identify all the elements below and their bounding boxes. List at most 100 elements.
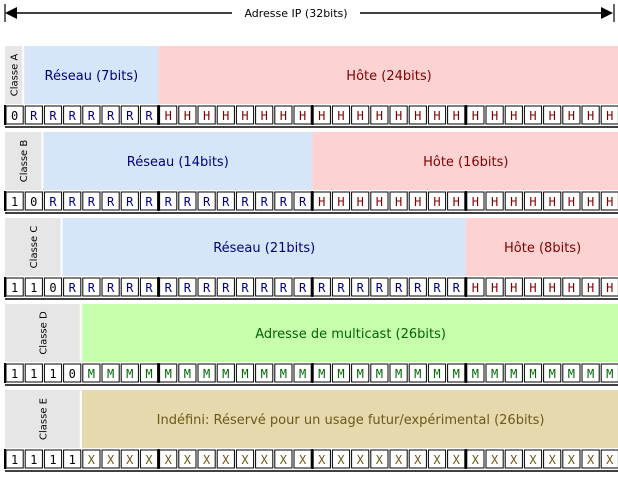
bit-value: H (549, 281, 556, 295)
bit-value: H (261, 109, 268, 123)
bit-cell (370, 277, 389, 297)
bit-cell (82, 191, 101, 211)
class-label: Classe A (10, 54, 21, 97)
bit-cell (389, 363, 408, 383)
bit-value: M (587, 367, 594, 381)
bit-value: R (261, 195, 269, 209)
header-arrowhead-right (601, 7, 613, 19)
bit-cell (543, 449, 562, 469)
bit-cell (523, 277, 543, 297)
bit-cell (504, 449, 523, 469)
bit-value: H (241, 109, 248, 123)
bit-cell (600, 363, 618, 383)
bit-cell (408, 105, 427, 125)
bit-value: M (261, 367, 268, 381)
bit-cell (274, 449, 293, 469)
bit-value: R (165, 195, 173, 209)
bit-cell (24, 105, 43, 125)
bit-value: R (414, 281, 422, 295)
segment-band-reserve (81, 390, 618, 448)
bit-value: H (568, 281, 575, 295)
bit-cell (255, 277, 274, 297)
bit-cell (427, 449, 447, 469)
bit-cell (389, 277, 408, 297)
bit-value: R (395, 281, 403, 295)
bit-value: R (88, 195, 96, 209)
bit-cell (562, 449, 581, 469)
bit-value: M (453, 367, 460, 381)
bit-value: H (165, 109, 172, 123)
segment-label-hote: Hôte (24bits) (346, 69, 431, 84)
bit-cell (427, 363, 447, 383)
bit-cell (600, 449, 618, 469)
bit-cell (120, 449, 139, 469)
bit-value: H (337, 109, 344, 123)
class-label: Classe B (19, 140, 30, 183)
bit-value: X (549, 453, 557, 467)
bit-value: H (414, 109, 421, 123)
bit-cell (255, 191, 274, 211)
class-label-box (5, 132, 42, 190)
bit-value: 1 (11, 367, 18, 381)
bit-value: H (203, 109, 210, 123)
bit-cell (581, 277, 600, 297)
bit-value: M (337, 367, 344, 381)
bit-value: X (414, 453, 422, 467)
bit-value: X (376, 453, 384, 467)
bit-value: R (145, 109, 153, 123)
bit-cell (63, 363, 82, 383)
bit-cell (351, 449, 370, 469)
bit-value: 1 (49, 453, 56, 467)
bit-value: H (529, 281, 536, 295)
bit-cell (504, 363, 523, 383)
bit-cell (120, 191, 139, 211)
bit-cell (139, 105, 159, 125)
bit-value: R (203, 281, 211, 295)
bit-value: X (318, 453, 326, 467)
segment-band-multicast (81, 304, 618, 362)
segment-label-reseau: Réseau (21bits) (213, 241, 315, 256)
bit-value: R (241, 195, 249, 209)
bit-value: H (568, 195, 575, 209)
bit-cell (485, 449, 504, 469)
bit-value: M (414, 367, 421, 381)
bit-value: H (510, 195, 517, 209)
bit-value: H (414, 195, 421, 209)
segment-label-multicast: Adresse de multicast (26bits) (255, 327, 446, 342)
bit-value: M (510, 367, 517, 381)
bit-cell (331, 105, 351, 125)
bit-value: R (241, 281, 249, 295)
bit-value: M (472, 367, 479, 381)
bit-value: X (88, 453, 96, 467)
bit-value: X (165, 453, 173, 467)
bit-value: 1 (30, 453, 37, 467)
bit-cell (197, 277, 216, 297)
bit-value: X (357, 453, 365, 467)
bit-value: R (107, 195, 115, 209)
bit-value: H (491, 109, 498, 123)
bit-cell (408, 363, 427, 383)
bit-value: R (203, 195, 211, 209)
bit-value: M (222, 367, 229, 381)
bit-value: H (318, 195, 325, 209)
bit-cell (543, 191, 562, 211)
bit-cell (216, 449, 235, 469)
bit-cell (255, 105, 274, 125)
bit-value: 1 (30, 281, 37, 295)
bit-value: M (568, 367, 575, 381)
bit-value: R (88, 109, 96, 123)
bit-cell (82, 449, 101, 469)
bit-value: X (280, 453, 288, 467)
bit-cell (331, 191, 351, 211)
segment-label-hote: Hôte (8bits) (504, 241, 581, 256)
bit-cell (427, 105, 447, 125)
bit-cell (255, 363, 274, 383)
class-label-box (5, 390, 80, 448)
bit-value: R (49, 195, 57, 209)
bit-value: R (69, 195, 77, 209)
bit-value: M (357, 367, 364, 381)
bit-value: R (69, 109, 77, 123)
bit-value: H (491, 195, 498, 209)
